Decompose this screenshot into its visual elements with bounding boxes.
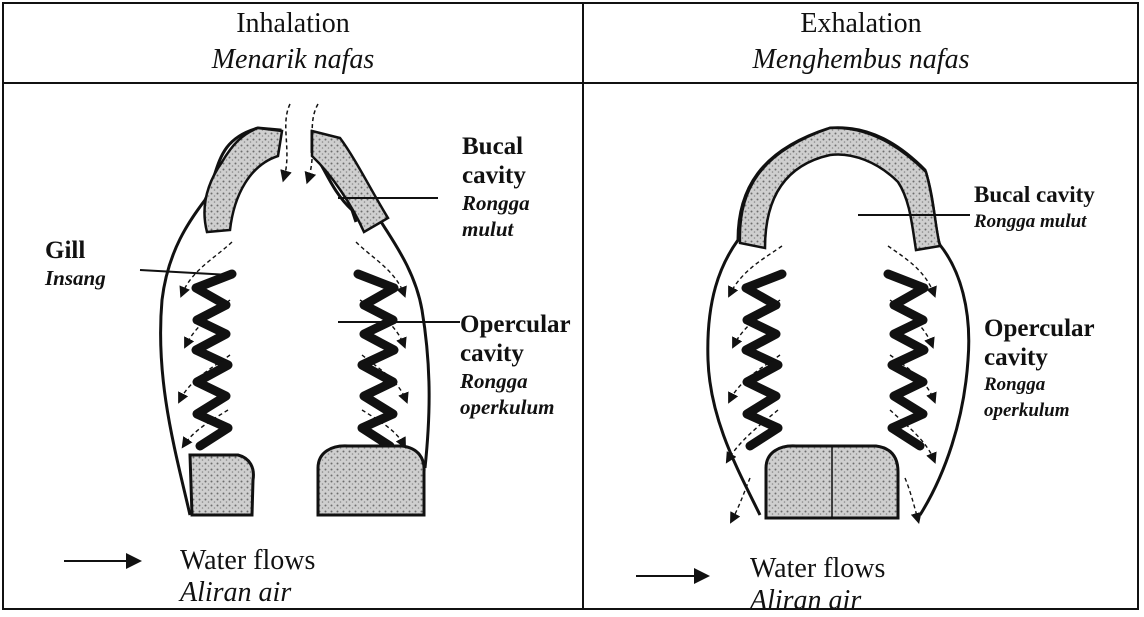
inhalation-inflow-arrow-left	[284, 104, 290, 178]
bucal-en-line2: cavity	[462, 161, 530, 190]
ex-opercular-ms-line1: Rongga	[984, 372, 1095, 398]
inhalation-legend-ms: Aliran air	[180, 577, 315, 609]
opercular-en-line1: Opercular	[460, 310, 571, 339]
bucal-en-line1: Bucal	[462, 132, 530, 161]
opercular-ms-line1: Rongga	[460, 368, 571, 394]
gill-ms: Insang	[45, 265, 106, 291]
exhalation-dome-tissue	[740, 128, 940, 250]
inhalation-gill-label: Gill Insang	[45, 236, 106, 291]
opercular-en-line2: cavity	[460, 339, 571, 368]
ex-bucal-en: Bucal cavity	[974, 180, 1095, 209]
exhalation-opercular-label: Opercular cavity Rongga operkulum	[984, 314, 1095, 424]
exhalation-legend-ms: Aliran air	[750, 585, 885, 617]
inhalation-head	[140, 104, 460, 515]
ex-opercular-ms-line2: operkulum	[984, 398, 1095, 424]
inhalation-left-operculum	[190, 455, 253, 515]
exhalation-legend-en: Water flows	[750, 553, 885, 585]
gill-en: Gill	[45, 236, 106, 265]
exhalation-head	[708, 128, 970, 520]
inhalation-opercular-label: Opercular cavity Rongga operkulum	[460, 310, 571, 420]
ex-opercular-en-line2: cavity	[984, 343, 1095, 372]
inhalation-right-gill	[358, 274, 394, 446]
exhalation-bucal-label: Bucal cavity Rongga mulut	[974, 180, 1095, 235]
inhalation-legend: Water flows Aliran air	[180, 545, 315, 609]
exhalation-left-gill	[746, 274, 782, 446]
inhalation-legend-en: Water flows	[180, 545, 315, 577]
ex-opercular-en-line1: Opercular	[984, 314, 1095, 343]
inhalation-left-gill	[196, 274, 232, 446]
bucal-ms-line2: mulut	[462, 216, 530, 242]
inhalation-left-tissue	[204, 128, 282, 232]
exhalation-legend: Water flows Aliran air	[750, 553, 885, 617]
inhalation-right-tissue	[312, 131, 388, 232]
exhalation-right-gill	[888, 274, 924, 446]
opercular-ms-line2: operkulum	[460, 394, 571, 420]
ex-bucal-ms: Rongga mulut	[974, 209, 1095, 235]
inhalation-gill-leader	[140, 270, 230, 275]
inhalation-bucal-label: Bucal cavity Rongga mulut	[462, 132, 530, 242]
bucal-ms-line1: Rongga	[462, 190, 530, 216]
inhalation-right-operculum	[318, 446, 424, 515]
